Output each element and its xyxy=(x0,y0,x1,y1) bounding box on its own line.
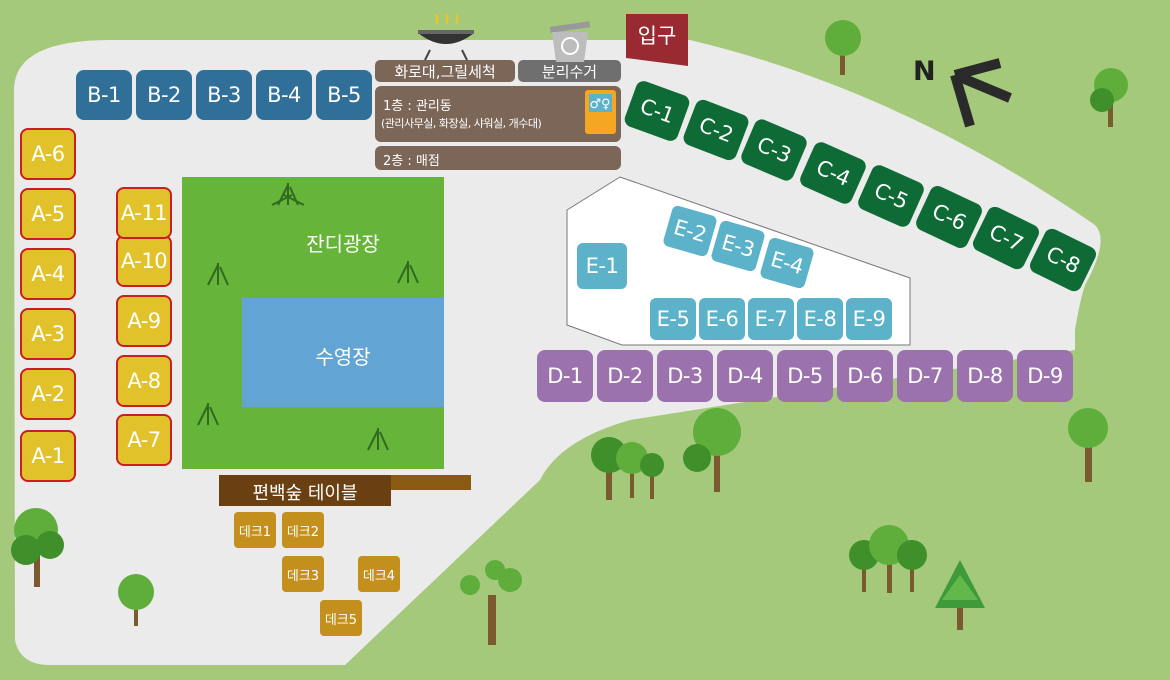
campsite-D-7[interactable]: D-7 xyxy=(897,350,953,402)
campsite-A-2[interactable]: A-2 xyxy=(20,368,76,420)
campsite-D-4[interactable]: D-4 xyxy=(717,350,773,402)
table-banner xyxy=(219,475,391,506)
north-arrow-icon xyxy=(950,58,1012,128)
campsite-E-5[interactable]: E-5 xyxy=(650,298,696,340)
campsite-D-8[interactable]: D-8 xyxy=(957,350,1013,402)
deck-4[interactable]: 데크4 xyxy=(358,556,400,592)
campsite-E-7[interactable]: E-7 xyxy=(748,298,794,340)
lawn-label: 잔디광장 xyxy=(306,232,380,256)
campsite-A-9[interactable]: A-9 xyxy=(116,295,172,347)
deck-5[interactable]: 데크5 xyxy=(320,600,362,636)
campsite-A-4[interactable]: A-4 xyxy=(20,248,76,300)
north-label: N xyxy=(913,56,936,87)
campsite-A-5[interactable]: A-5 xyxy=(20,188,76,240)
campsite-A-3[interactable]: A-3 xyxy=(20,308,76,360)
table-label: 편백숲 테이블 xyxy=(252,483,358,504)
deck-1[interactable]: 데크1 xyxy=(234,512,276,548)
pool xyxy=(242,298,444,407)
campsite-B-1[interactable]: B-1 xyxy=(76,70,132,120)
campsite-A-6[interactable]: A-6 xyxy=(20,128,76,180)
grill-banner xyxy=(375,60,515,82)
campsite-A-10[interactable]: A-10 xyxy=(116,235,172,287)
campsite-E-1[interactable]: E-1 xyxy=(577,243,627,289)
campsite-B-3[interactable]: B-3 xyxy=(196,70,252,120)
building-floor2 xyxy=(375,146,621,170)
pool-label: 수영장 xyxy=(315,345,371,369)
campsite-A-1[interactable]: A-1 xyxy=(20,430,76,482)
floor1-label: 1층 : 관리동 xyxy=(383,99,452,114)
grill-label: 화로대,그릴세척 xyxy=(394,63,496,81)
grill-icon xyxy=(418,13,474,61)
floor2-label: 2층 : 매점 xyxy=(383,154,440,169)
campsite-D-6[interactable]: D-6 xyxy=(837,350,893,402)
campsite-A-7[interactable]: A-7 xyxy=(116,414,172,466)
campsite-D-2[interactable]: D-2 xyxy=(597,350,653,402)
grass-tuft-icon xyxy=(197,183,419,451)
tree-icon xyxy=(11,20,1128,645)
recycle-label: 분리수거 xyxy=(541,63,598,81)
campsite-D-1[interactable]: D-1 xyxy=(537,350,593,402)
deck-2[interactable]: 데크2 xyxy=(282,512,324,548)
campsite-A-8[interactable]: A-8 xyxy=(116,355,172,407)
recycle-banner xyxy=(518,60,621,82)
entrance-label: 입구 xyxy=(637,24,677,48)
campsite-B-5[interactable]: B-5 xyxy=(316,70,372,120)
campsite-A-11[interactable]: A-11 xyxy=(116,187,172,239)
campsite-D-5[interactable]: D-5 xyxy=(777,350,833,402)
campsite-E-9[interactable]: E-9 xyxy=(846,298,892,340)
entrance-sign xyxy=(626,14,688,66)
campsite-E-8[interactable]: E-8 xyxy=(797,298,843,340)
building-floor1 xyxy=(375,86,621,142)
restroom-icon: ♂♀ xyxy=(585,90,616,134)
svg-text:♂♀: ♂♀ xyxy=(589,97,610,112)
floor1-detail: (관리사무실, 화장실, 샤워실, 개수대) xyxy=(381,117,542,130)
campsite-E-6[interactable]: E-6 xyxy=(699,298,745,340)
campsite-B-2[interactable]: B-2 xyxy=(136,70,192,120)
campsite-D-3[interactable]: D-3 xyxy=(657,350,713,402)
campsite-B-4[interactable]: B-4 xyxy=(256,70,312,120)
recycle-bin-icon xyxy=(549,21,591,62)
campsite-D-9[interactable]: D-9 xyxy=(1017,350,1073,402)
deck-3[interactable]: 데크3 xyxy=(282,556,324,592)
